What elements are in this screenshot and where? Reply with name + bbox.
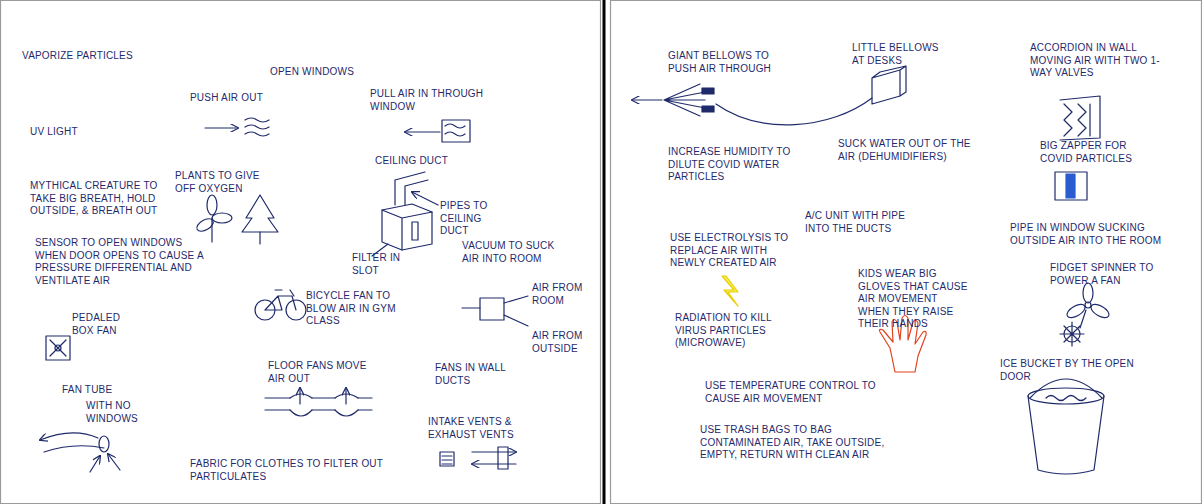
idea-note: RADIATION TO KILL VIRUS PARTICLES (MICRO… [675, 312, 790, 350]
idea-note: FLOOR FANS MOVE AIR OUT [268, 360, 373, 385]
spinner-sketch [1060, 283, 1111, 346]
idea-note: BIG ZAPPER FOR COVID PARTICLES [1040, 140, 1155, 165]
floor-fan-sketch [265, 388, 372, 416]
idea-note: LITTLE BELLOWS AT DESKS [852, 42, 952, 67]
idea-note: PIPE IN WINDOW SUCKING OUTSIDE AIR INTO … [1010, 222, 1170, 247]
idea-note: FIDGET SPINNER TO POWER A FAN [1050, 262, 1170, 287]
idea-note: INTAKE VENTS & EXHAUST VENTS [428, 416, 528, 441]
idea-note: FANS IN WALL DUCTS [435, 362, 520, 387]
idea-note: ACCORDION IN WALL MOVING AIR WITH TWO 1-… [1030, 42, 1180, 80]
idea-note: VACUUM TO SUCK AIR INTO ROOM [462, 240, 557, 265]
idea-note: PUSH AIR OUT [190, 92, 263, 105]
idea-note: PIPES TO CEILING DUCT [440, 200, 512, 238]
idea-note: USE TEMPERATURE CONTROL TO CAUSE AIR MOV… [705, 380, 880, 405]
idea-note: KIDS WEAR BIG GLOVES THAT CAUSE AIR MOVE… [858, 268, 970, 331]
idea-note: AIR FROM OUTSIDE [532, 330, 594, 355]
idea-note: PEDALED BOX FAN [72, 312, 142, 337]
pull-air-sketch [405, 120, 470, 142]
vacuum-sketch [462, 296, 528, 326]
idea-note: SUCK WATER OUT OF THE AIR (DEHUMIDIFIERS… [838, 138, 983, 163]
zapper-sketch [1055, 172, 1087, 200]
idea-note: CEILING DUCT [375, 155, 448, 168]
panel-frame [611, 1, 1202, 504]
idea-note: USE ELECTROLYSIS TO REPLACE AIR WITH NEW… [670, 232, 795, 270]
idea-note: BICYCLE FAN TO BLOW AIR IN GYM CLASS [306, 290, 396, 328]
idea-note: WITH NO WINDOWS [86, 400, 166, 425]
accordion-sketch [1060, 96, 1100, 140]
bellows-sketch [632, 66, 906, 125]
push-air-sketch [205, 118, 269, 136]
lightning-sketch [722, 276, 738, 306]
box-fan-sketch [46, 336, 70, 360]
plant-sketch [195, 195, 278, 244]
fan-tube-sketch [40, 433, 120, 472]
idea-note: FILTER IN SLOT [352, 252, 402, 277]
idea-note: PLANTS TO GIVE OFF OXYGEN [175, 170, 265, 195]
idea-note: FAN TUBE [62, 384, 112, 397]
idea-note: VAPORIZE PARTICLES [22, 50, 133, 63]
idea-note: AIR FROM ROOM [532, 282, 594, 307]
bucket-sketch [1028, 379, 1104, 474]
idea-note: INCREASE HUMIDITY TO DILUTE COVID WATER … [668, 146, 808, 184]
bicycle-sketch [255, 290, 306, 320]
idea-note: A/C UNIT WITH PIPE INTO THE DUCTS [805, 210, 920, 235]
vent-sketch [440, 447, 516, 469]
idea-note: SENSOR TO OPEN WINDOWS WHEN DOOR OPENS T… [35, 237, 205, 287]
idea-note: USE TRASH BAGS TO BAG CONTAMINATED AIR, … [700, 424, 910, 462]
ceiling-duct-sketch [372, 172, 438, 256]
idea-note: FABRIC FOR CLOTHES TO FILTER OUT PARTICU… [190, 458, 400, 483]
panel-divider [603, 0, 606, 504]
idea-note: OPEN WINDOWS [270, 66, 354, 79]
idea-note: PULL AIR IN THROUGH WINDOW [370, 88, 500, 113]
idea-note: MYTHICAL CREATURE TO TAKE BIG BREATH, HO… [30, 180, 160, 218]
idea-note: GIANT BELLOWS TO PUSH AIR THROUGH [668, 50, 798, 75]
panel-frame [1, 1, 601, 504]
idea-note: UV LIGHT [30, 126, 78, 139]
idea-note: ICE BUCKET BY THE OPEN DOOR [1000, 358, 1160, 383]
